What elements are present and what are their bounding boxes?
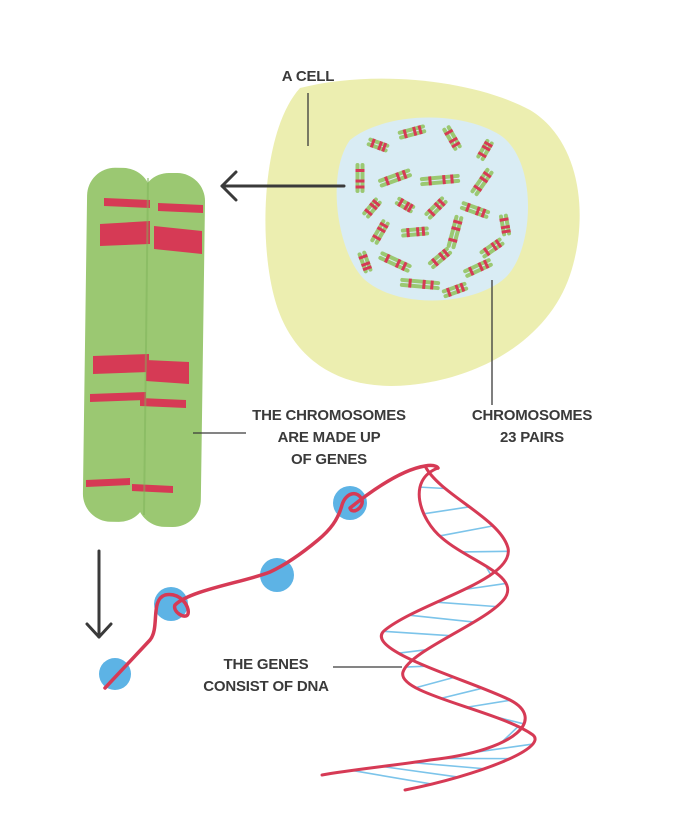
mini-chromosome bbox=[378, 251, 412, 273]
mini-chromosome bbox=[476, 138, 494, 162]
mini-chromosome bbox=[366, 137, 390, 153]
chromosome-right bbox=[136, 172, 206, 528]
base-pair bbox=[398, 648, 427, 654]
mini-chromosome bbox=[378, 168, 412, 188]
base-pair bbox=[423, 506, 470, 515]
label-chromosome-pairs: CHROMOSOMES 23 PAIRS bbox=[471, 407, 593, 446]
base-pair bbox=[409, 614, 475, 623]
mini-chromosome bbox=[459, 201, 491, 219]
gene-strand-line bbox=[103, 463, 440, 690]
mini-chromosome bbox=[394, 196, 416, 214]
mini-chromosome bbox=[427, 247, 453, 269]
gene-strand bbox=[99, 463, 440, 690]
dna-double-helix bbox=[320, 464, 537, 792]
arrow-down-icon bbox=[85, 549, 113, 639]
gene bbox=[260, 558, 294, 592]
chromosome-bands bbox=[86, 198, 203, 493]
base-pair bbox=[415, 676, 455, 689]
base-pair bbox=[440, 687, 483, 700]
mini-chromosome bbox=[362, 197, 382, 219]
base-pair bbox=[439, 525, 494, 537]
base-pair bbox=[436, 601, 497, 608]
mini-chromosome bbox=[441, 281, 469, 299]
mini-chromosome bbox=[399, 277, 441, 291]
dna-strand-b bbox=[401, 466, 537, 792]
nucleus-chromosomes bbox=[355, 124, 512, 299]
mini-chromosome bbox=[397, 124, 427, 140]
base-pair bbox=[419, 486, 446, 490]
base-pair bbox=[464, 582, 507, 591]
mini-chromosome bbox=[357, 250, 373, 274]
arrow-left-icon bbox=[220, 170, 346, 202]
base-pair bbox=[382, 765, 459, 778]
chromosome-pair bbox=[82, 167, 206, 528]
label-cell: A CELL bbox=[281, 68, 335, 85]
label-genes-consist-of-dna: THE GENES CONSIST OF DNA bbox=[203, 656, 329, 695]
dna-strand-a bbox=[320, 464, 527, 777]
chromosome-left bbox=[82, 167, 152, 522]
mini-chromosome bbox=[463, 258, 493, 278]
base-pair bbox=[412, 761, 485, 770]
mini-chromosome bbox=[479, 237, 505, 259]
base-pair bbox=[466, 699, 511, 709]
base-pair bbox=[383, 630, 451, 637]
mini-chromosome bbox=[446, 214, 464, 250]
label-chromosomes-made-of-genes: THE CHROMOSOMES ARE MADE UP OF GENES bbox=[252, 407, 406, 468]
mini-chromosome bbox=[419, 173, 461, 187]
mini-chromosome bbox=[470, 167, 494, 197]
mini-chromosome bbox=[498, 213, 512, 237]
mini-chromosome bbox=[442, 125, 462, 151]
mini-chromosome bbox=[424, 196, 448, 220]
base-pair bbox=[405, 665, 426, 668]
mini-chromosome bbox=[355, 163, 365, 193]
gene bbox=[99, 658, 131, 690]
base-pair bbox=[351, 769, 432, 785]
base-pair bbox=[461, 550, 509, 553]
mini-chromosome bbox=[400, 226, 430, 238]
mini-chromosome bbox=[370, 219, 390, 245]
